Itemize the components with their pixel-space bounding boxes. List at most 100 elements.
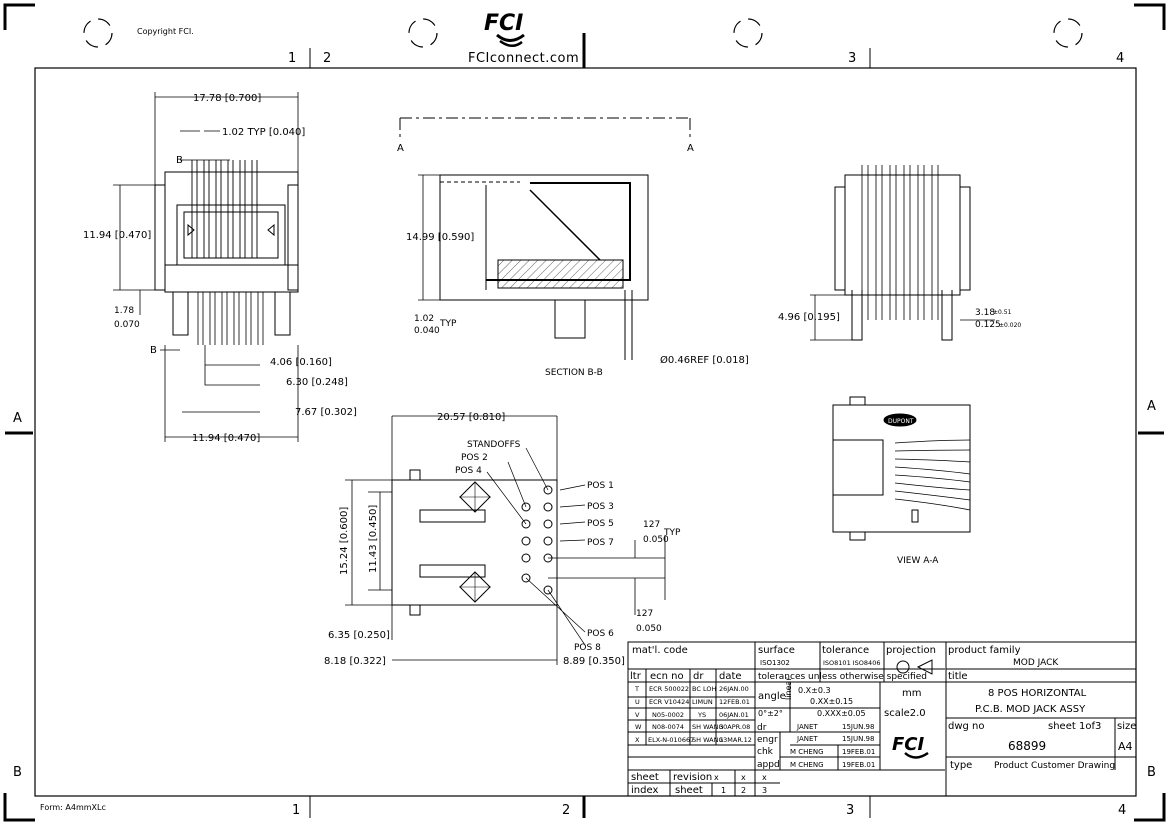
svg-text:ELX-N-010667: ELX-N-010667 xyxy=(648,736,694,744)
svg-text:ecn no: ecn no xyxy=(650,671,684,682)
svg-text:N05-0002: N05-0002 xyxy=(652,711,684,719)
svg-text:Ø0.46REF [0.018]: Ø0.46REF [0.018] xyxy=(660,354,749,366)
svg-text:0.040: 0.040 xyxy=(414,326,440,336)
svg-text:19FEB.01: 19FEB.01 xyxy=(842,761,875,769)
svg-text:30APR.08: 30APR.08 xyxy=(719,723,750,731)
svg-text:±0.020: ±0.020 xyxy=(999,322,1021,329)
registration-marks xyxy=(83,18,1083,48)
website-link[interactable]: FCIconnect.com xyxy=(468,51,580,66)
svg-text:JANET: JANET xyxy=(796,723,818,731)
svg-text:N08-0074: N08-0074 xyxy=(652,723,684,731)
view-a-a-labels: DUPONT VIEW A-A xyxy=(888,418,939,566)
svg-text:6.35 [0.250]: 6.35 [0.250] xyxy=(328,630,390,641)
svg-text:127: 127 xyxy=(636,609,653,619)
svg-text:ECR V10424: ECR V10424 xyxy=(649,698,689,706)
svg-text:projection: projection xyxy=(886,645,936,656)
svg-text:revision: revision xyxy=(673,772,712,783)
svg-text:11.94 [0.470]: 11.94 [0.470] xyxy=(192,433,260,444)
svg-text:SECTION B-B: SECTION B-B xyxy=(545,368,603,378)
svg-text:A: A xyxy=(13,411,22,426)
svg-text:FCI: FCI xyxy=(484,11,523,36)
svg-text:3.18: 3.18 xyxy=(975,308,995,318)
svg-text:dr: dr xyxy=(693,671,704,682)
svg-text:sheet: sheet xyxy=(675,785,703,796)
svg-text:A: A xyxy=(1147,399,1156,414)
svg-text:0.125: 0.125 xyxy=(975,320,1001,330)
section-view xyxy=(399,117,691,360)
svg-text:sheet: sheet xyxy=(631,772,659,783)
svg-text:U: U xyxy=(635,698,640,706)
svg-text:YS: YS xyxy=(697,711,706,719)
section-view-dims: A A 14.99 [0.590] 1.02 0.040 TYP Ø0.46RE… xyxy=(397,143,749,378)
svg-text:4: 4 xyxy=(1118,803,1126,818)
svg-text:ISO1302: ISO1302 xyxy=(760,659,790,667)
svg-text:P.C.B. MOD JACK ASSY: P.C.B. MOD JACK ASSY xyxy=(975,704,1086,715)
svg-text:POS 7: POS 7 xyxy=(587,538,614,548)
svg-text:0°±2°: 0°±2° xyxy=(758,709,783,718)
svg-text:ECR 500022: ECR 500022 xyxy=(649,685,689,693)
svg-text:1.02 TYP [0.040]: 1.02 TYP [0.040] xyxy=(222,127,305,138)
svg-text:2: 2 xyxy=(323,51,331,66)
svg-text:A4: A4 xyxy=(1118,740,1133,753)
svg-text:1: 1 xyxy=(721,786,726,795)
svg-text:14.99 [0.590]: 14.99 [0.590] xyxy=(406,232,474,243)
svg-text:JANET: JANET xyxy=(796,735,818,743)
svg-text:M CHENG: M CHENG xyxy=(790,761,824,769)
svg-text:POS 3: POS 3 xyxy=(587,502,614,512)
side-view xyxy=(810,165,995,341)
svg-text:13MAR.12: 13MAR.12 xyxy=(719,736,752,744)
svg-text:1: 1 xyxy=(292,803,300,818)
svg-text:1.78: 1.78 xyxy=(114,306,134,316)
svg-text:0.050: 0.050 xyxy=(643,535,669,545)
svg-text:tolerances unless otherwise sp: tolerances unless otherwise specified xyxy=(758,672,927,682)
svg-text:product family: product family xyxy=(948,645,1021,656)
svg-text:4: 4 xyxy=(1116,51,1124,66)
svg-text:angle: angle xyxy=(758,691,786,702)
svg-text:6.30 [0.248]: 6.30 [0.248] xyxy=(286,377,348,388)
copyright-notice: Copyright FCI. xyxy=(137,27,194,36)
view-a-a xyxy=(832,396,971,541)
sheet-frame xyxy=(3,3,1166,822)
svg-text:SH WANG: SH WANG xyxy=(692,736,724,744)
svg-text:11.43 [0.450]: 11.43 [0.450] xyxy=(368,505,379,573)
svg-text:1: 1 xyxy=(288,51,296,66)
svg-text:8.18 [0.322]: 8.18 [0.322] xyxy=(324,656,386,667)
svg-text:68899: 68899 xyxy=(1008,739,1046,753)
svg-text:STANDOFFS: STANDOFFS xyxy=(467,440,521,450)
svg-text:06JAN.01: 06JAN.01 xyxy=(719,711,749,719)
approval-table: dr JANET 15JUN.98 engr JANET 15JUN.98 ch… xyxy=(757,723,875,770)
svg-text:20.57 [0.810]: 20.57 [0.810] xyxy=(437,412,505,423)
svg-text:mm: mm xyxy=(902,688,921,699)
svg-text:POS 8: POS 8 xyxy=(574,643,601,653)
svg-text:0.050: 0.050 xyxy=(636,624,662,634)
svg-text:size: size xyxy=(1117,721,1136,732)
svg-text:W: W xyxy=(635,723,642,731)
svg-text:4.96 [0.195]: 4.96 [0.195] xyxy=(778,312,840,323)
svg-text:A: A xyxy=(687,143,694,154)
fci-logo-icon: FCI xyxy=(484,11,525,47)
svg-text:surface: surface xyxy=(758,645,795,656)
svg-text:3: 3 xyxy=(848,51,856,66)
linear-label: linear xyxy=(784,677,793,700)
svg-text:19FEB.01: 19FEB.01 xyxy=(842,748,875,756)
svg-text:3: 3 xyxy=(762,786,767,795)
svg-text:LIMUN: LIMUN xyxy=(692,698,713,706)
svg-text:POS 5: POS 5 xyxy=(587,519,614,529)
svg-text:X: X xyxy=(635,736,640,744)
svg-text:7.67 [0.302]: 7.67 [0.302] xyxy=(295,407,357,418)
svg-text:scale2.0: scale2.0 xyxy=(884,708,926,719)
svg-text:0.X±0.3: 0.X±0.3 xyxy=(798,686,831,695)
svg-text:ltr: ltr xyxy=(630,671,642,682)
svg-text:mat'l. code: mat'l. code xyxy=(632,645,688,656)
svg-text:127: 127 xyxy=(643,520,660,530)
svg-text:dr: dr xyxy=(757,723,767,733)
svg-text:dwg no: dwg no xyxy=(948,721,985,732)
title-fci-logo-icon: FCI xyxy=(892,734,929,759)
front-view xyxy=(113,92,299,442)
zone-labels: 1 2 3 4 1 2 3 4 A B A B xyxy=(13,51,1156,818)
